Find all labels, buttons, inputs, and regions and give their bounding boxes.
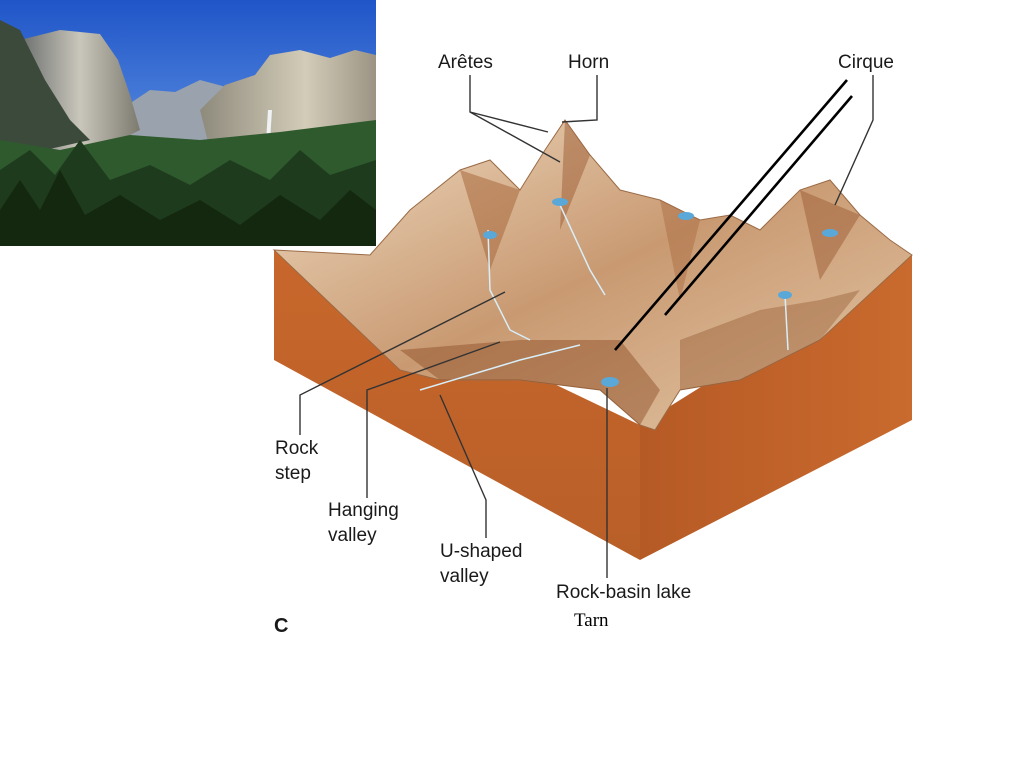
tarn-lake-3: [678, 212, 694, 220]
label-rock-step-line-2: step: [275, 463, 311, 484]
label-tarn: Tarn: [574, 610, 609, 631]
label-hanging-valley-line-1: Hanging: [328, 500, 399, 521]
label-aretes: Arêtes: [438, 52, 493, 73]
glacial-valley-photo: [0, 0, 376, 246]
stream-2: [559, 204, 606, 296]
label-u-shaped-valley-line-2: valley: [440, 566, 489, 587]
tarn-lake-2: [552, 198, 568, 206]
far-left-mountain: [0, 20, 90, 160]
label-rock-basin-lake: Rock-basin lake: [556, 582, 692, 603]
glacial-landform-block-diagram: [272, 119, 913, 560]
tarn-lake-4: [822, 229, 838, 237]
label-rock-step-line-1: Rock: [275, 438, 319, 459]
right-cliffs: [200, 50, 376, 150]
label-cirque: Cirque: [838, 52, 894, 73]
tarn-lake-1: [483, 231, 497, 239]
forest-front: [0, 170, 376, 246]
label-hanging-valley-line-2: valley: [328, 525, 377, 546]
tarn-lake-5: [778, 291, 792, 299]
panel-letter: C: [274, 615, 289, 637]
label-horn: Horn: [568, 52, 610, 73]
rock-basin-lake-marker: [601, 377, 619, 387]
label-u-shaped-valley-line-1: U-shaped: [440, 541, 523, 562]
ridge-shading-1: [460, 170, 520, 270]
